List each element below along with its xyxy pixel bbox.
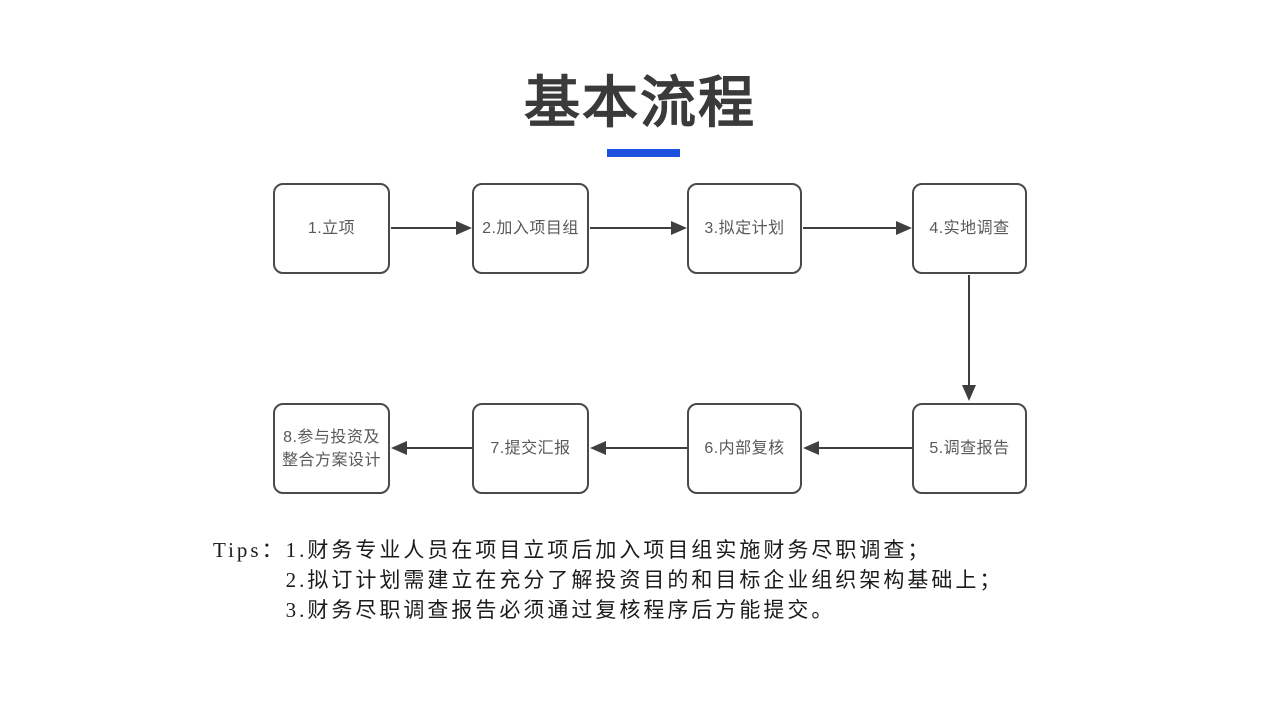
flow-node-1: 1.立项 bbox=[273, 183, 390, 274]
arrow-right-icon bbox=[456, 221, 472, 235]
arrow-4-5-line bbox=[968, 275, 970, 386]
arrow-6-7-line bbox=[605, 447, 687, 449]
arrow-7-8-line bbox=[406, 447, 472, 449]
arrow-2-3-line bbox=[590, 227, 672, 229]
flow-node-5-label: 5.调查报告 bbox=[929, 440, 1010, 457]
flow-node-6-label: 6.内部复核 bbox=[704, 440, 785, 457]
flow-node-1-label: 1.立项 bbox=[307, 220, 356, 237]
title-underline bbox=[607, 149, 680, 157]
flow-node-4: 4.实地调查 bbox=[912, 183, 1027, 274]
flow-node-8-label: 8.参与投资及 整合方案设计 bbox=[281, 428, 381, 469]
arrow-1-2-line bbox=[391, 227, 457, 229]
flow-node-7: 7.提交汇报 bbox=[472, 403, 589, 494]
arrow-left-icon bbox=[803, 441, 819, 455]
arrow-3-4-line bbox=[803, 227, 897, 229]
flow-node-3: 3.拟定计划 bbox=[687, 183, 802, 274]
arrow-down-icon bbox=[962, 385, 976, 401]
tips-item-3: 3.财务尽职调查报告必须通过复核程序后方能提交。 bbox=[285, 598, 836, 622]
tips-item-2: 2.拟订计划需建立在充分了解投资目的和目标企业组织架构基础上； bbox=[285, 568, 1004, 592]
tips-item-1: 1.财务专业人员在项目立项后加入项目组实施财务尽职调查； bbox=[285, 538, 932, 562]
flow-node-6: 6.内部复核 bbox=[687, 403, 802, 494]
tips-label: Tips： bbox=[213, 538, 286, 562]
arrow-right-icon bbox=[896, 221, 912, 235]
flow-node-2-label: 2.加入项目组 bbox=[482, 220, 579, 237]
arrow-left-icon bbox=[590, 441, 606, 455]
tips-block: Tips： 1.财务专业人员在项目立项后加入项目组实施财务尽职调查； 2.拟订计… bbox=[213, 535, 1003, 625]
flow-node-8: 8.参与投资及 整合方案设计 bbox=[273, 403, 390, 494]
flow-node-4-label: 4.实地调查 bbox=[929, 220, 1010, 237]
arrow-5-6-line bbox=[818, 447, 912, 449]
flow-node-2: 2.加入项目组 bbox=[472, 183, 589, 274]
flow-node-5: 5.调查报告 bbox=[912, 403, 1027, 494]
page-title: 基本流程 bbox=[524, 71, 756, 134]
flow-node-7-label: 7.提交汇报 bbox=[490, 440, 571, 457]
arrow-left-icon bbox=[391, 441, 407, 455]
arrow-right-icon bbox=[671, 221, 687, 235]
tips-list: 1.财务专业人员在项目立项后加入项目组实施财务尽职调查； 2.拟订计划需建立在充… bbox=[286, 535, 1004, 625]
flow-node-3-label: 3.拟定计划 bbox=[704, 220, 785, 237]
